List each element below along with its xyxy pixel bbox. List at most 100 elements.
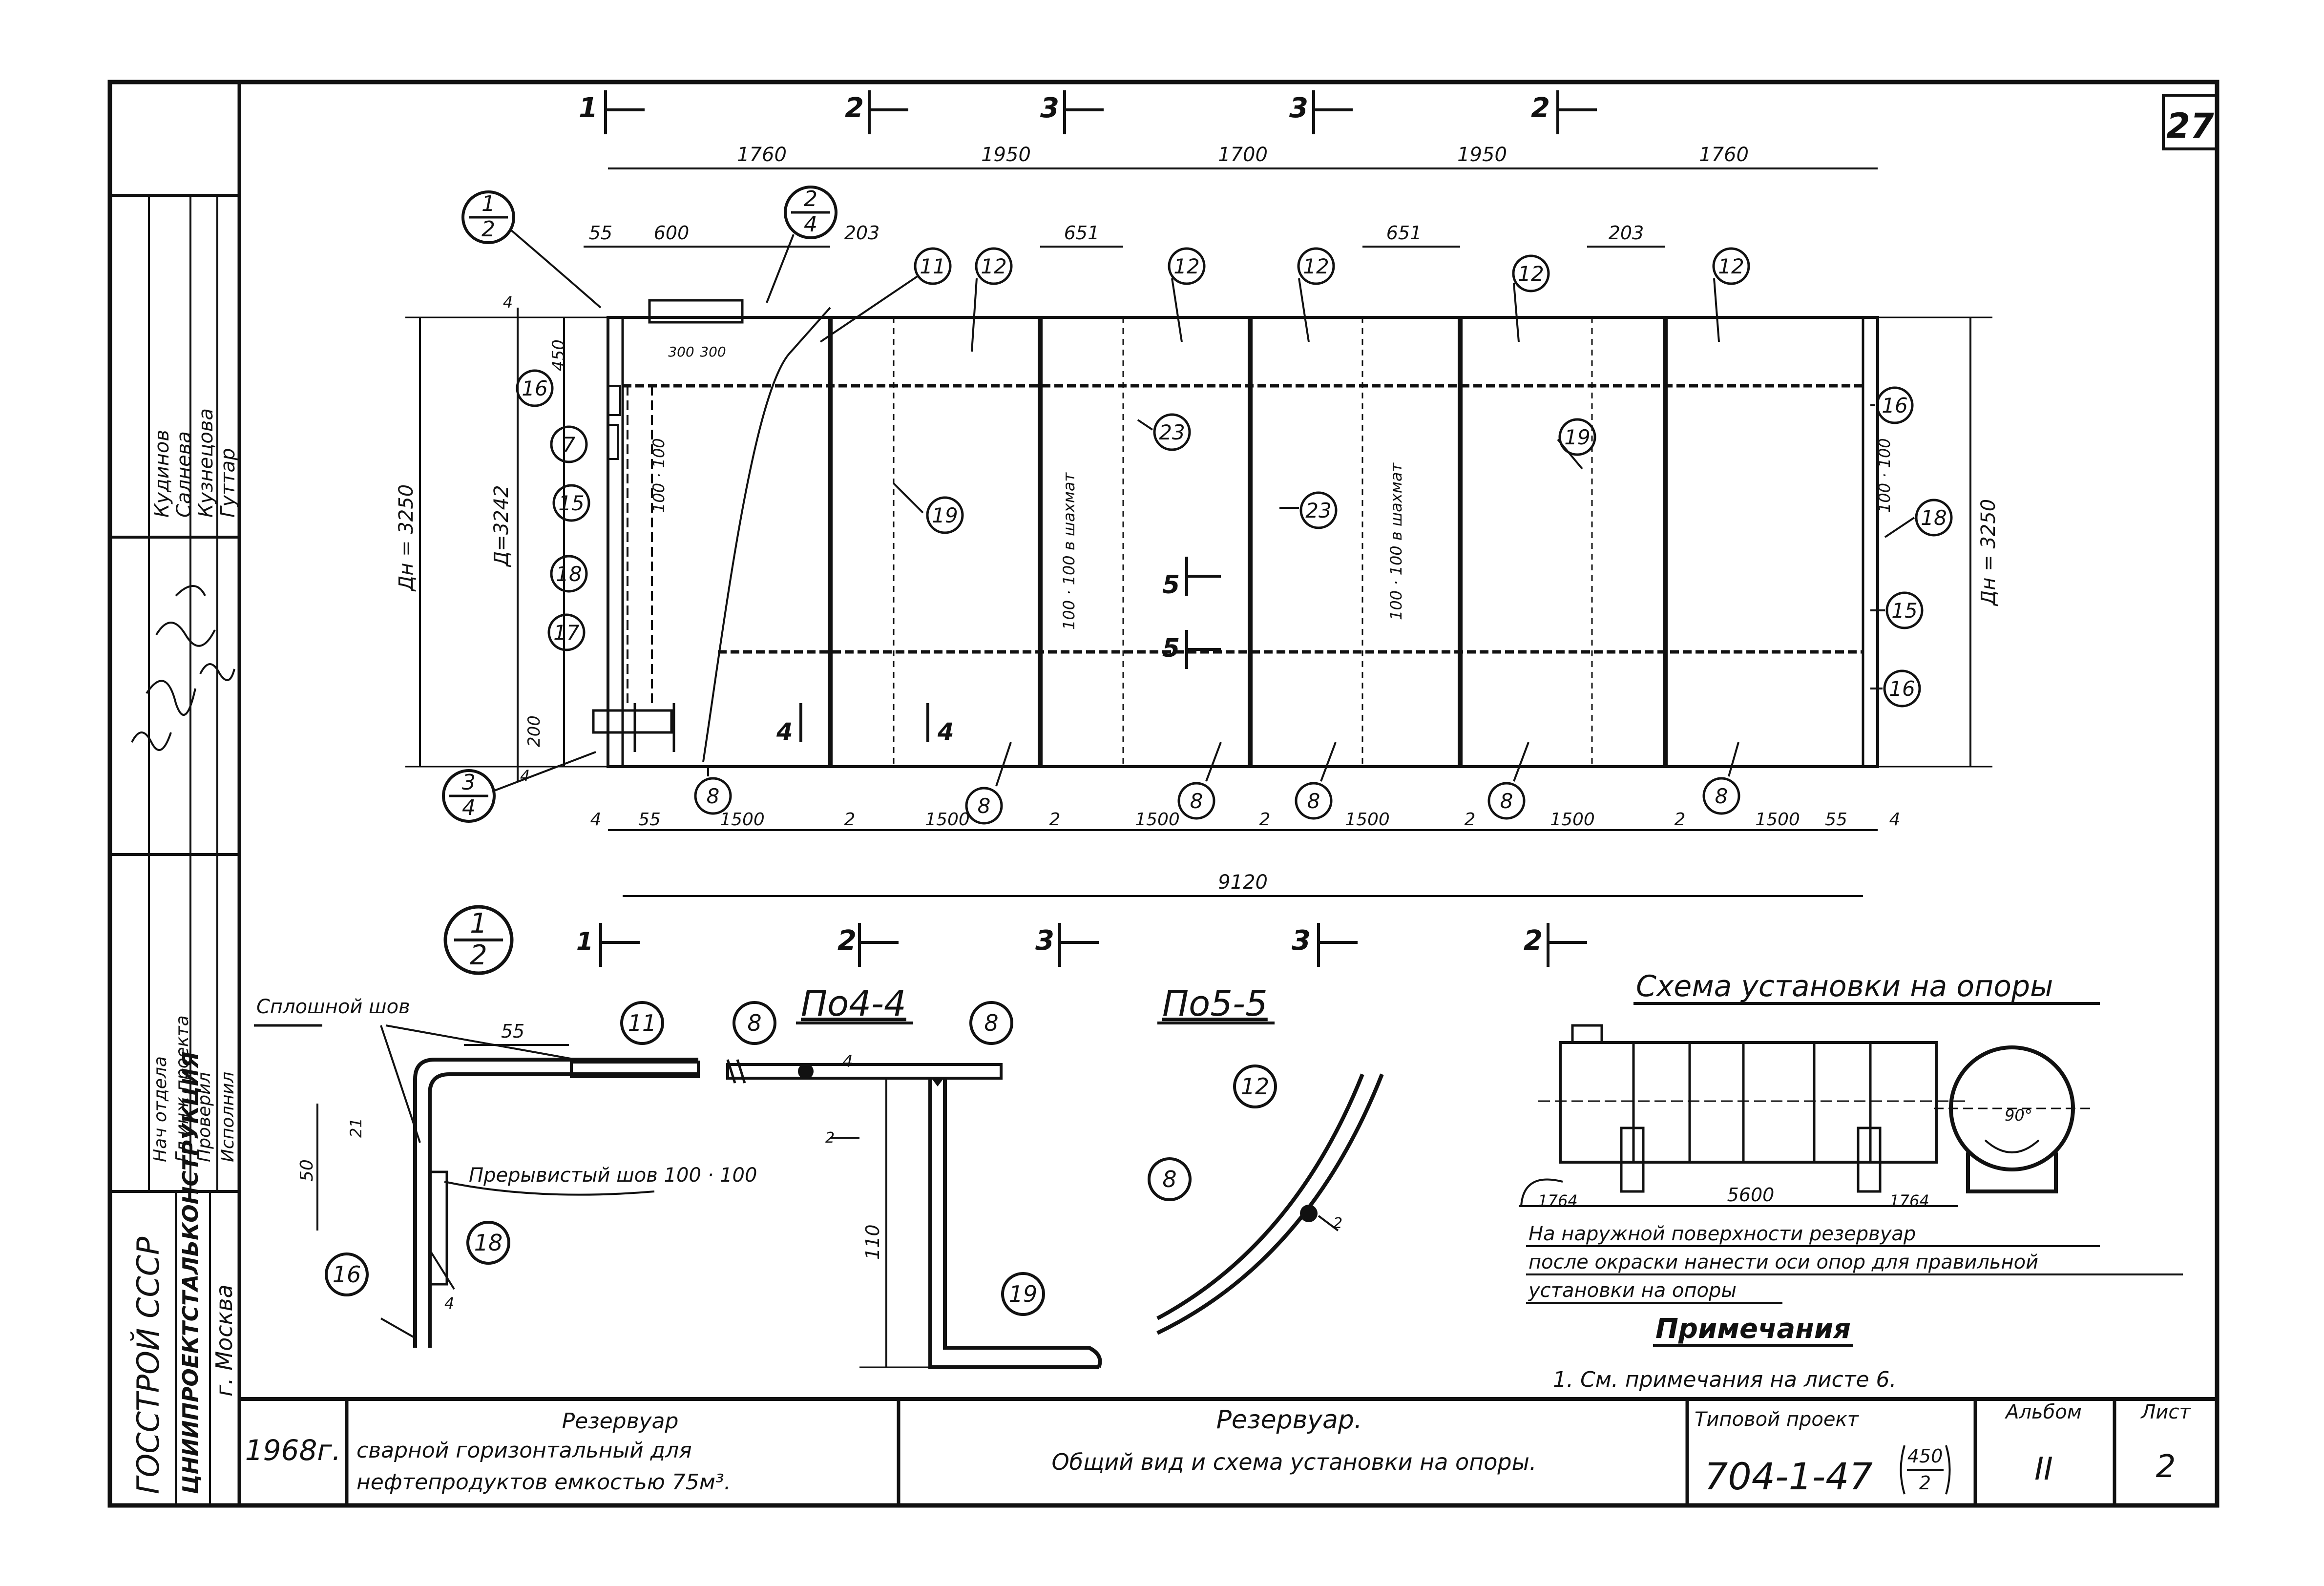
support-note-3: установки на опоры <box>1528 1279 1737 1302</box>
callout-number: 8 <box>707 784 720 808</box>
callout-number: 8 <box>978 794 991 818</box>
detail-dim-4: 4 <box>444 1294 454 1313</box>
callout-number: 11 <box>628 1010 657 1036</box>
dim-left-3: 200 <box>524 715 544 747</box>
callout-number: 11 <box>920 254 945 278</box>
callout-number: 23 <box>1159 420 1185 444</box>
section-mark-top-1: 1 <box>579 92 598 124</box>
detail-dim-21: 21 <box>347 1118 365 1138</box>
svg-text:2: 2 <box>470 939 487 971</box>
hatch <box>648 299 744 324</box>
svg-text:4: 4 <box>804 212 817 237</box>
name-3: Кузнецова <box>195 408 217 518</box>
dim-top-1: 1760 <box>737 144 787 166</box>
dim-bot-14: 55 <box>1825 810 1847 830</box>
diameter-inner: Д=3242 <box>490 485 513 567</box>
section-mark-top-5: 2 <box>1531 92 1550 124</box>
callout-number: 8 <box>984 1010 998 1036</box>
detail-node-1-2: 1 2 Сплошной шов Прерывистый шов 100 · 1… <box>254 905 757 1348</box>
svg-text:2: 2 <box>804 187 817 211</box>
dim-sub-1: 55 <box>589 222 612 244</box>
callout-number: 18 <box>1921 506 1947 530</box>
section-5-lower: 5 <box>1162 634 1180 663</box>
callout-number: 15 <box>558 491 584 515</box>
callout-number: 18 <box>474 1230 503 1256</box>
dim-left-1: 4 <box>503 293 513 312</box>
dim-top-2: 1950 <box>981 144 1031 166</box>
callout-number: 12 <box>1518 262 1544 286</box>
callout-16: 16 <box>1870 669 1921 708</box>
svg-text:3: 3 <box>462 770 476 795</box>
section-mark-top-2: 2 <box>845 92 864 124</box>
tb-sheet-label: Лист <box>2140 1401 2191 1423</box>
callout-number: 17 <box>553 621 580 645</box>
org-city: г. Москва <box>211 1284 237 1397</box>
callout-number: 19 <box>1564 425 1590 449</box>
hatch-dim-2: 300 <box>700 344 726 360</box>
role-3: Проверил <box>194 1072 214 1162</box>
section-44-dim-2: 2 <box>825 1129 835 1147</box>
callout-8: 8 <box>1487 742 1529 820</box>
node-ref-1-2: 1 2 <box>461 190 602 309</box>
callout-17: 17 <box>547 613 586 651</box>
section-44-dim-4: 4 <box>842 1052 853 1071</box>
callout-8: 8 <box>1177 742 1222 820</box>
callout-12: 12 <box>1512 254 1550 342</box>
tb-object-title: Резервуар <box>562 1409 679 1434</box>
tb-project-frac-num: 450 <box>1907 1445 1943 1467</box>
name-2: Салнева <box>173 431 195 518</box>
support-dim-2: 5600 <box>1727 1184 1775 1206</box>
role-1: Нач отдела <box>150 1056 170 1162</box>
callout-8: 8 <box>1702 742 1740 815</box>
dim-bot-1: 4 <box>590 810 602 830</box>
dim-sub-6: 203 <box>1609 222 1644 244</box>
intermittent-weld-label: Прерывистый шов 100 · 100 <box>469 1164 757 1187</box>
callout-number: 12 <box>1718 254 1744 278</box>
section-44-dim-110: 110 <box>862 1224 883 1260</box>
dim-bot-11: 1500 <box>1550 810 1595 830</box>
callout-12: 12 <box>1297 247 1335 342</box>
detail-dim-50: 50 <box>297 1159 317 1182</box>
solid-weld-label: Сплошной шов <box>256 996 410 1018</box>
callout-number: 19 <box>932 503 958 527</box>
dim-sub-2: 600 <box>654 222 690 244</box>
callout-number: 12 <box>1241 1073 1270 1100</box>
callout-11: 11 <box>819 247 952 343</box>
callout-number: 7 <box>563 433 576 457</box>
svg-text:1: 1 <box>482 191 495 216</box>
support-scheme: Схема установки на опоры 1764 5600 1764 … <box>1519 969 2183 1304</box>
diameter-outer-right: Дн = 3250 <box>1977 499 2000 606</box>
tb-project-label: Типовой проект <box>1695 1408 1860 1431</box>
role-2: Гл инж проекта <box>172 1015 192 1162</box>
callout-number: 12 <box>981 254 1006 278</box>
dim-top-3: 1700 <box>1218 144 1268 166</box>
support-angle: 90° <box>2005 1106 2032 1125</box>
dim-sub-5: 651 <box>1386 222 1422 244</box>
tb-album-label: Альбом <box>2004 1401 2082 1423</box>
dim-top-5: 1760 <box>1699 144 1749 166</box>
section-mark-bot-5: 2 <box>1524 925 1543 957</box>
svg-text:1: 1 <box>470 908 487 939</box>
callout-18: 18 <box>466 1221 510 1265</box>
dim-sub-4: 651 <box>1064 222 1100 244</box>
tb-year: 1968г. <box>245 1434 341 1467</box>
diameter-outer-left: Дн = 3250 <box>395 484 418 592</box>
callout-15: 15 <box>552 484 590 522</box>
tb-project-code: 704-1-47 <box>1704 1455 1873 1498</box>
dim-bot-6: 2 <box>1049 810 1061 830</box>
callout-12: 12 <box>1712 247 1750 342</box>
callout-19: 19 <box>1001 1272 1045 1316</box>
section-5-5: По5-5 2 <box>1156 983 1384 1335</box>
callout-8: 8 <box>1295 742 1337 820</box>
section-5-upper: 5 <box>1162 570 1180 600</box>
node-ref-2-4: 2 4 <box>766 186 837 303</box>
org-institute: ЦНИИПРОЕКТСТАЛЬКОНСТРУКЦИЯ <box>178 1052 203 1494</box>
name-1: Кудинов <box>151 430 173 518</box>
side-stamp: ГОССТРОЙ СССР ЦНИИПРОЕКТСТАЛЬКОНСТРУКЦИЯ… <box>130 408 239 1494</box>
tb-object-line1: сварной горизонтальный для <box>356 1438 692 1463</box>
section-mark-top-4: 3 <box>1289 92 1308 124</box>
callout-8: 8 <box>1148 1157 1192 1201</box>
callout-number: 8 <box>1307 789 1320 813</box>
tb-album-value: II <box>2034 1451 2053 1487</box>
